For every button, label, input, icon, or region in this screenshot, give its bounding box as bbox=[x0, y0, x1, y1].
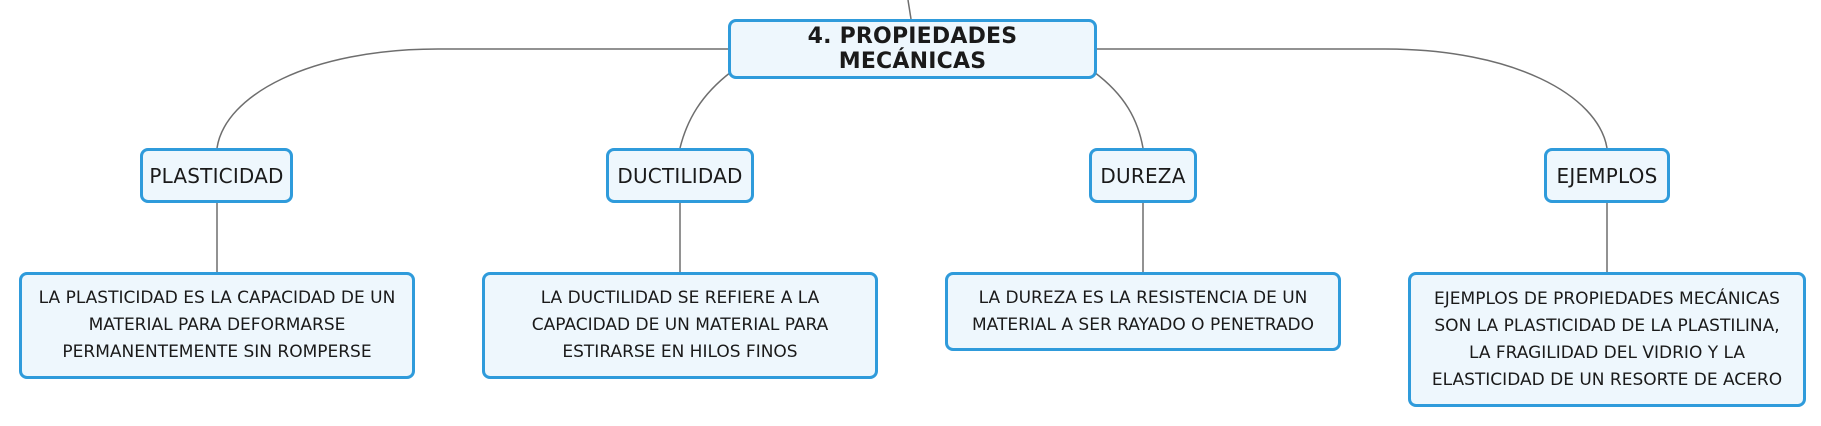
topic-dureza[interactable]: DUREZA bbox=[1089, 148, 1197, 203]
connector-root-to-ejemplos bbox=[1097, 48, 1608, 149]
connector-root-to-dureza bbox=[1093, 71, 1144, 149]
connector-root-to-ductilidad bbox=[679, 71, 732, 149]
connector-parent-to-root bbox=[907, 0, 912, 20]
central-topic[interactable]: 4. PROPIEDADES MECÁNICAS bbox=[728, 19, 1097, 79]
topic-label: DUCTILIDAD bbox=[617, 163, 743, 188]
topic-label: DUREZA bbox=[1100, 163, 1186, 188]
subtopic-plasticidad-description[interactable]: LA PLASTICIDAD ES LA CAPACIDAD DE UN MAT… bbox=[19, 272, 415, 379]
subtopic-text: LA DUREZA ES LA RESISTENCIA DE UN MATERI… bbox=[971, 287, 1315, 335]
subtopic-text: LA PLASTICIDAD ES LA CAPACIDAD DE UN MAT… bbox=[38, 288, 396, 362]
topic-plasticidad[interactable]: PLASTICIDAD bbox=[140, 148, 293, 203]
subtopic-ejemplos-description[interactable]: EJEMPLOS DE PROPIEDADES MECÁNICAS SON LA… bbox=[1408, 272, 1806, 407]
subtopic-text: EJEMPLOS DE PROPIEDADES MECÁNICAS SON LA… bbox=[1431, 288, 1783, 390]
subtopic-ductilidad-description[interactable]: LA DUCTILIDAD SE REFIERE A LA CAPACIDAD … bbox=[482, 272, 878, 379]
topic-ductilidad[interactable]: DUCTILIDAD bbox=[606, 148, 754, 203]
subtopic-text: LA DUCTILIDAD SE REFIERE A LA CAPACIDAD … bbox=[531, 288, 829, 362]
central-topic-label: 4. PROPIEDADES MECÁNICAS bbox=[807, 24, 1018, 74]
topic-label: PLASTICIDAD bbox=[149, 163, 284, 188]
subtopic-dureza-description[interactable]: LA DUREZA ES LA RESISTENCIA DE UN MATERI… bbox=[945, 272, 1341, 351]
topic-label: EJEMPLOS bbox=[1556, 163, 1658, 188]
topic-ejemplos[interactable]: EJEMPLOS bbox=[1544, 148, 1670, 203]
connector-root-to-plasticidad bbox=[216, 48, 728, 149]
